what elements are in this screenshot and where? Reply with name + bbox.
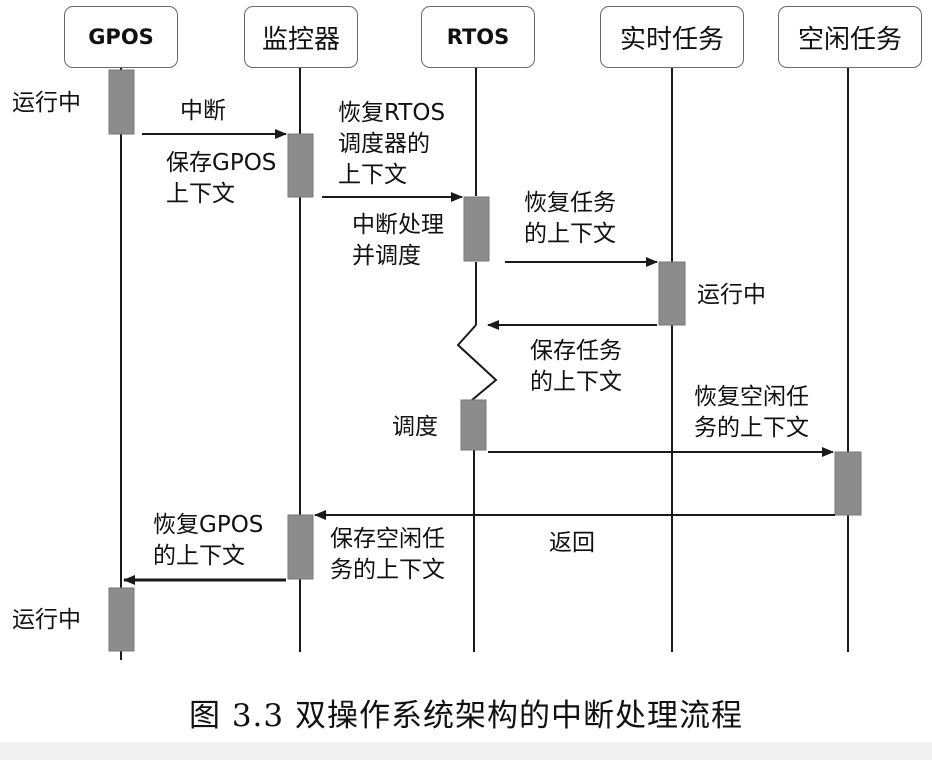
label-restore-task-ctx-line1: 恢复任务 xyxy=(524,190,616,216)
label-save-idle-ctx-line2: 务的上下文 xyxy=(330,557,445,583)
label-irq-handle-schedule-line2: 并调度 xyxy=(352,243,421,269)
participant-gpos: GPOS xyxy=(64,6,178,68)
label-irq-handle-schedule: 中断处理 并调度 xyxy=(352,210,444,272)
participant-idle-task: 空闲任务 xyxy=(778,6,922,68)
label-restore-task-ctx-line2: 的上下文 xyxy=(524,221,616,247)
activation-gpos-top xyxy=(108,69,135,135)
activation-rtos-irq xyxy=(463,196,490,262)
label-save-task-ctx-line1: 保存任务 xyxy=(530,338,622,364)
activation-idle-task xyxy=(834,451,862,516)
label-restore-idle-ctx-line2: 务的上下文 xyxy=(694,415,809,441)
label-save-task-ctx: 保存任务 的上下文 xyxy=(530,336,622,398)
label-gpos-running-bottom: 运行中 xyxy=(12,607,81,633)
label-save-idle-ctx: 保存空闲任 务的上下文 xyxy=(330,524,445,586)
sequence-diagram: GPOS 监控器 RTOS 实时任务 空闲任务 运行中 中断 保存GPOS 上下… xyxy=(12,6,922,660)
label-save-gpos-ctx: 保存GPOS 上下文 xyxy=(166,148,276,210)
label-restore-rtos-scheduler-line3: 上下文 xyxy=(338,162,407,188)
label-save-gpos-ctx-line1: 保存GPOS xyxy=(166,150,277,176)
participant-rtos: RTOS xyxy=(421,6,535,68)
activation-monitor-bottom xyxy=(287,514,314,580)
label-restore-rtos-scheduler-line1: 恢复RTOS xyxy=(338,100,446,126)
activation-realtime-task xyxy=(658,261,686,326)
activation-monitor-top xyxy=(287,133,314,198)
participant-realtime-task: 实时任务 xyxy=(600,6,744,68)
label-restore-task-ctx: 恢复任务 的上下文 xyxy=(524,188,616,250)
figure-caption: 图 3.3 双操作系统架构的中断处理流程 xyxy=(188,698,743,734)
label-restore-gpos-ctx: 恢复GPOS 的上下文 xyxy=(153,510,263,572)
label-save-idle-ctx-line1: 保存空闲任 xyxy=(330,526,445,552)
label-return: 返回 xyxy=(549,530,595,556)
activation-rtos-schedule xyxy=(460,399,487,451)
label-save-gpos-ctx-line2: 上下文 xyxy=(166,181,235,207)
label-irq-handle-schedule-line1: 中断处理 xyxy=(352,212,444,238)
page-bottom-band xyxy=(0,742,932,760)
activation-gpos-bottom xyxy=(108,587,135,652)
label-restore-idle-ctx: 恢复空闲任 务的上下文 xyxy=(694,382,809,444)
label-restore-rtos-scheduler-line2: 调度器的 xyxy=(338,131,430,157)
label-interrupt: 中断 xyxy=(180,98,226,124)
label-task-running: 运行中 xyxy=(697,282,766,308)
label-restore-gpos-ctx-line2: 的上下文 xyxy=(153,543,245,569)
lifeline-rtos-break xyxy=(456,324,498,401)
label-restore-rtos-scheduler: 恢复RTOS 调度器的 上下文 xyxy=(338,98,445,191)
label-schedule: 调度 xyxy=(392,414,438,440)
label-gpos-running-top: 运行中 xyxy=(12,90,81,116)
diagram-canvas xyxy=(108,68,862,660)
participant-monitor: 监控器 xyxy=(244,6,358,68)
label-restore-gpos-ctx-line1: 恢复GPOS xyxy=(153,512,264,538)
label-save-task-ctx-line2: 的上下文 xyxy=(530,369,622,395)
label-restore-idle-ctx-line1: 恢复空闲任 xyxy=(694,384,809,410)
